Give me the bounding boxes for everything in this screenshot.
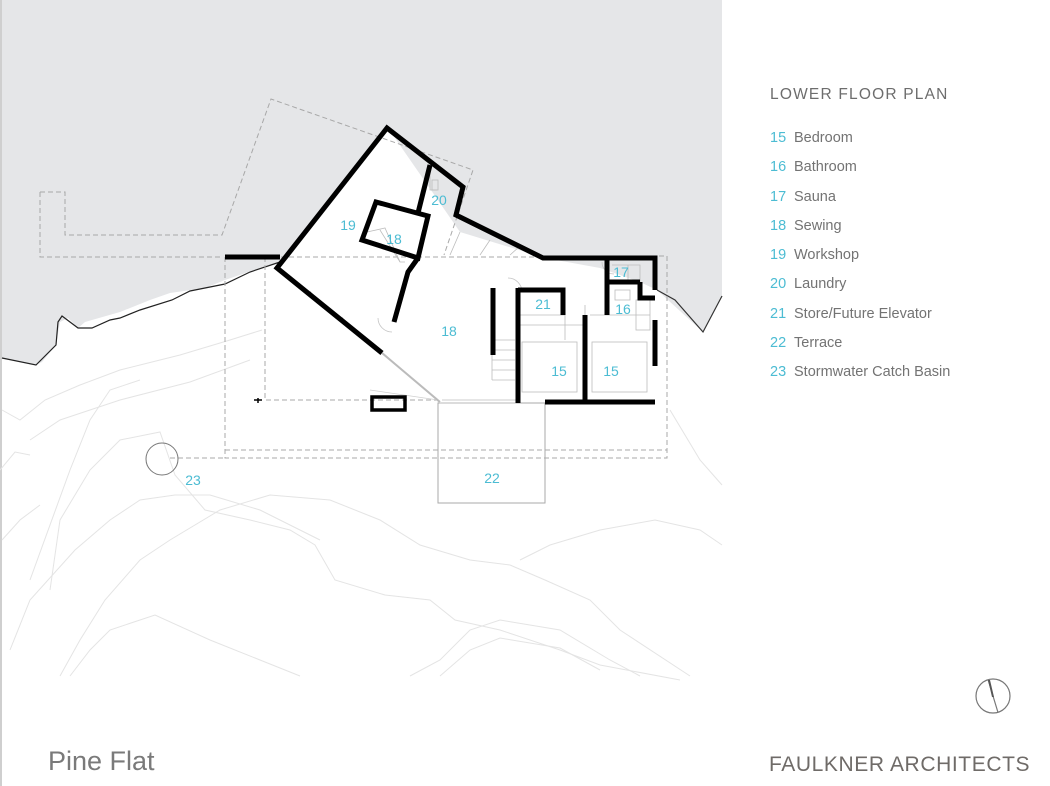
legend-item: 18 Sewing bbox=[770, 218, 1030, 247]
room-label-store: 21 bbox=[535, 296, 551, 312]
legend-title: LOWER FLOOR PLAN bbox=[770, 86, 949, 103]
room-label-catch-basin: 23 bbox=[185, 472, 201, 488]
legend-number: 23 bbox=[770, 364, 787, 381]
terrace-outline bbox=[437, 402, 546, 504]
fireplace-box bbox=[370, 395, 407, 412]
room-label-bedroom-a: 15 bbox=[551, 363, 567, 379]
walls bbox=[225, 124, 658, 405]
site-contours bbox=[0, 329, 723, 681]
room-label-sewing: 18 bbox=[441, 323, 457, 339]
project-name: Pine Flat bbox=[48, 746, 155, 776]
door-swings bbox=[377, 261, 615, 333]
room-label-sewing-small: 18 bbox=[386, 231, 402, 247]
legend-number: 22 bbox=[770, 335, 787, 352]
grade-line-east bbox=[656, 289, 723, 334]
grade-line bbox=[1, 261, 281, 366]
upper-floor-outline bbox=[39, 98, 668, 459]
legend-label: Sewing bbox=[794, 217, 842, 234]
legend-number: 20 bbox=[770, 276, 787, 293]
room-label-terrace: 22 bbox=[484, 470, 500, 486]
legend-item: 22 Terrace bbox=[770, 335, 1030, 364]
legend-item: 23 Stormwater Catch Basin bbox=[770, 364, 1030, 393]
legend-number: 19 bbox=[770, 247, 787, 264]
legend-label: Bedroom bbox=[794, 130, 853, 146]
legend-label: Terrace bbox=[794, 335, 843, 352]
north-arrow-icon bbox=[975, 678, 1011, 714]
legend-label: Store/Future Elevator bbox=[794, 305, 932, 322]
legend-number: 18 bbox=[770, 217, 787, 234]
legend-label: Bathroom bbox=[794, 159, 857, 176]
legend-label: Workshop bbox=[794, 247, 860, 264]
room-label-workshop: 19 bbox=[340, 217, 356, 233]
catch-basin-circle bbox=[145, 442, 179, 476]
room-legend: LOWER FLOOR PLAN 15 Bedroom 16 Bathroom 17… bbox=[770, 86, 1030, 394]
page-left-border bbox=[0, 0, 2, 786]
legend-item: 16 Bathroom bbox=[770, 159, 1030, 188]
firm-name: FAULKNER ARCHITECTS bbox=[769, 753, 1031, 776]
legend-number: 17 bbox=[770, 188, 787, 205]
legend-item: 20 Laundry bbox=[770, 276, 1030, 305]
room-label-sauna: 17 bbox=[613, 264, 629, 280]
room-label-bedroom-b: 15 bbox=[603, 363, 619, 379]
legend-label: Sauna bbox=[794, 188, 836, 205]
legend-label: Stormwater Catch Basin bbox=[794, 364, 951, 381]
existing-grade-fill bbox=[2, 0, 722, 365]
wall-studs bbox=[254, 291, 347, 403]
legend-number: 16 bbox=[770, 159, 787, 176]
legend-item: 21 Store/Future Elevator bbox=[770, 306, 1030, 335]
room-label-bathroom: 16 bbox=[615, 301, 631, 317]
legend-label: Laundry bbox=[794, 276, 847, 293]
floor-plan-drawing: 19 18 20 18 21 17 16 15 15 22 23 bbox=[0, 0, 723, 681]
room-label-laundry: 20 bbox=[431, 192, 447, 208]
glazing-line bbox=[381, 352, 441, 403]
legend-list: 15 Bedroom 16 Bathroom 17 Sauna 18 Sewing 19… bbox=[770, 130, 1030, 394]
legend-item: 15 Bedroom bbox=[770, 130, 1030, 159]
legend-item: 19 Workshop bbox=[770, 247, 1030, 276]
legend-item: 17 Sauna bbox=[770, 189, 1030, 218]
legend-number: 15 bbox=[770, 130, 787, 146]
legend-number: 21 bbox=[770, 305, 787, 322]
